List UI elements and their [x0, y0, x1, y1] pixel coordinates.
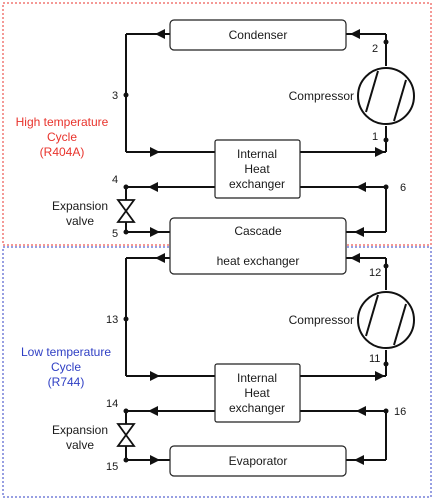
point-4-label: 4 [112, 174, 118, 186]
high-cycle-label-1: High temperature [16, 115, 109, 129]
high-ihx-label-1: Internal [237, 147, 277, 161]
low-expansion-label-2: valve [66, 438, 94, 452]
evaporator-label: Evaporator [229, 454, 288, 468]
point-5-label: 5 [112, 228, 118, 240]
cascade-label-1: Cascade [234, 224, 282, 238]
low-compressor-symbol [357, 291, 415, 349]
point-14-label: 14 [106, 398, 118, 410]
low-cycle-label-2: Cycle [51, 360, 81, 374]
low-ihx-label-2: Heat [244, 386, 270, 400]
low-compressor-label: Compressor [289, 313, 354, 327]
evaporator-box [169, 445, 347, 477]
low-ihx-label-3: exchanger [229, 401, 285, 415]
high-expansion-valve-symbol [116, 199, 136, 223]
point-1-label: 1 [372, 131, 378, 143]
point-11-label: 11 [369, 353, 380, 365]
low-expansion-valve-symbol [116, 423, 136, 447]
high-expansion-label-2: valve [66, 214, 94, 228]
flow-arrows [148, 29, 385, 465]
high-cycle-pipes [125, 33, 387, 233]
point-15-label: 15 [106, 461, 118, 473]
low-ihx-box [214, 363, 301, 423]
point-16-label: 16 [394, 406, 406, 418]
low-ihx-label-1: Internal [237, 371, 277, 385]
point-12-label: 12 [369, 267, 381, 279]
low-cycle-label-3: (R744) [48, 375, 85, 389]
low-expansion-label-1: Expansion [52, 423, 108, 437]
high-compressor-label: Compressor [289, 89, 354, 103]
high-cycle-label-2: Cycle [47, 130, 77, 144]
low-cycle-pipes [125, 257, 387, 461]
high-ihx-box [214, 139, 301, 199]
high-compressor-symbol [357, 67, 415, 125]
low-cycle-label-1: Low temperature [21, 345, 111, 359]
point-3-label: 3 [112, 90, 118, 102]
point-13-label: 13 [106, 314, 118, 326]
point-2-label: 2 [372, 43, 378, 55]
high-ihx-label-2: Heat [244, 162, 270, 176]
point-6-label: 6 [400, 182, 406, 194]
state-point-dots [123, 39, 389, 463]
high-ihx-label-3: exchanger [229, 177, 285, 191]
high-expansion-label-1: Expansion [52, 199, 108, 213]
cascade-label-2: heat exchanger [217, 254, 300, 268]
high-cycle-label-3: (R404A) [40, 145, 85, 159]
cascade-hx-box [169, 217, 347, 275]
condenser-label: Condenser [229, 28, 288, 42]
condenser-box [169, 19, 347, 51]
